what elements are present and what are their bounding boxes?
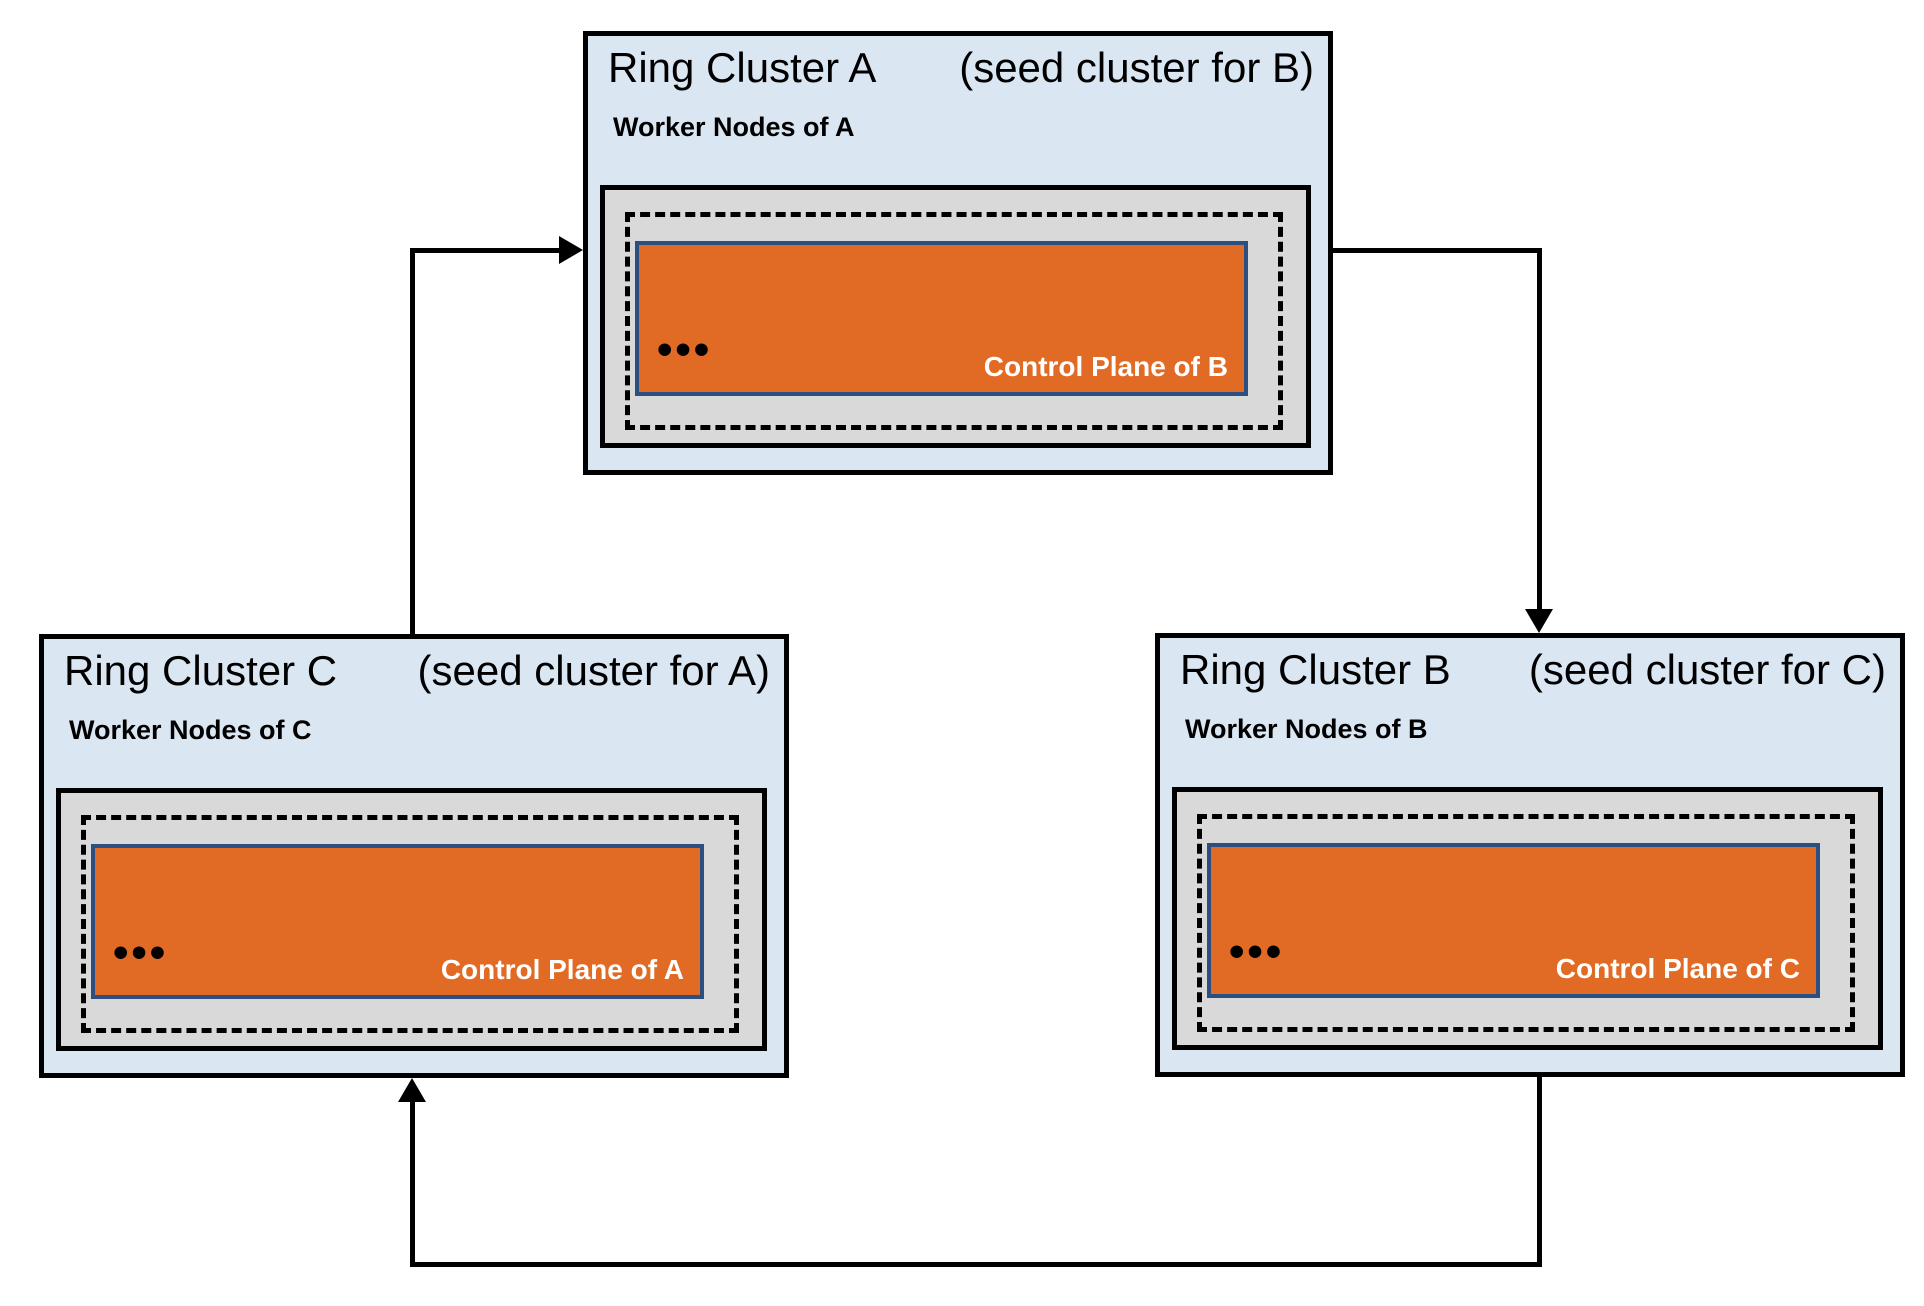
cluster-a-title-row: Ring Cluster A (seed cluster for B) bbox=[608, 44, 1314, 92]
cluster-box-c: Ring Cluster C (seed cluster for A) Work… bbox=[39, 634, 789, 1078]
cluster-c-worker-label: Worker Nodes of C bbox=[69, 715, 312, 745]
cluster-c-seed-label: (seed cluster for A) bbox=[417, 647, 770, 694]
cluster-b-control-plane-box: ••• Control Plane of C bbox=[1207, 843, 1820, 998]
cluster-box-a: Ring Cluster A (seed cluster for B) Work… bbox=[583, 31, 1333, 475]
arrow-b-to-c-vertical-segment-from-b bbox=[1537, 1077, 1542, 1267]
cluster-a-control-plane-box: ••• Control Plane of B bbox=[635, 241, 1248, 396]
arrow-b-to-c-vertical-segment-to-c bbox=[410, 1102, 415, 1267]
cluster-b-title: Ring Cluster B bbox=[1180, 646, 1451, 693]
cluster-b-worker-label: Worker Nodes of B bbox=[1185, 714, 1428, 744]
cluster-a-dashed-boundary bbox=[625, 212, 1283, 430]
cluster-c-ellipsis-dots: ••• bbox=[113, 928, 169, 977]
arrow-c-to-a-vertical-segment bbox=[410, 250, 415, 634]
cluster-b-ellipsis-dots: ••• bbox=[1229, 927, 1285, 976]
arrow-c-to-a-arrowhead-icon bbox=[559, 236, 583, 264]
cluster-b-title-row: Ring Cluster B (seed cluster for C) bbox=[1180, 646, 1886, 694]
arrow-b-to-c-arrowhead-icon bbox=[398, 1078, 426, 1102]
cluster-a-control-plane-label: Control Plane of B bbox=[983, 351, 1228, 382]
cluster-a-ellipsis-dots: ••• bbox=[657, 325, 713, 374]
cluster-c-control-plane-label: Control Plane of A bbox=[440, 954, 684, 985]
cluster-c-title: Ring Cluster C bbox=[64, 647, 338, 694]
cluster-b-control-plane-label: Control Plane of C bbox=[1555, 953, 1800, 984]
arrow-a-to-b-arrowhead-icon bbox=[1525, 609, 1553, 633]
arrow-a-to-b-horizontal-segment bbox=[1333, 248, 1540, 253]
cluster-c-control-plane-box: ••• Control Plane of A bbox=[91, 844, 704, 999]
cluster-b-dashed-boundary bbox=[1197, 814, 1855, 1032]
cluster-b-seed-label: (seed cluster for C) bbox=[1528, 646, 1886, 693]
cluster-a-title: Ring Cluster A bbox=[608, 44, 877, 91]
arrow-c-to-a-horizontal-segment bbox=[410, 248, 559, 253]
cluster-a-worker-label: Worker Nodes of A bbox=[613, 112, 855, 142]
cluster-a-seed-label: (seed cluster for B) bbox=[959, 44, 1314, 91]
cluster-c-dashed-boundary bbox=[81, 815, 739, 1033]
arrow-a-to-b-vertical-segment bbox=[1537, 248, 1542, 609]
cluster-box-b: Ring Cluster B (seed cluster for C) Work… bbox=[1155, 633, 1905, 1077]
arrow-b-to-c-horizontal-segment bbox=[410, 1262, 1542, 1267]
cluster-c-title-row: Ring Cluster C (seed cluster for A) bbox=[64, 647, 770, 695]
